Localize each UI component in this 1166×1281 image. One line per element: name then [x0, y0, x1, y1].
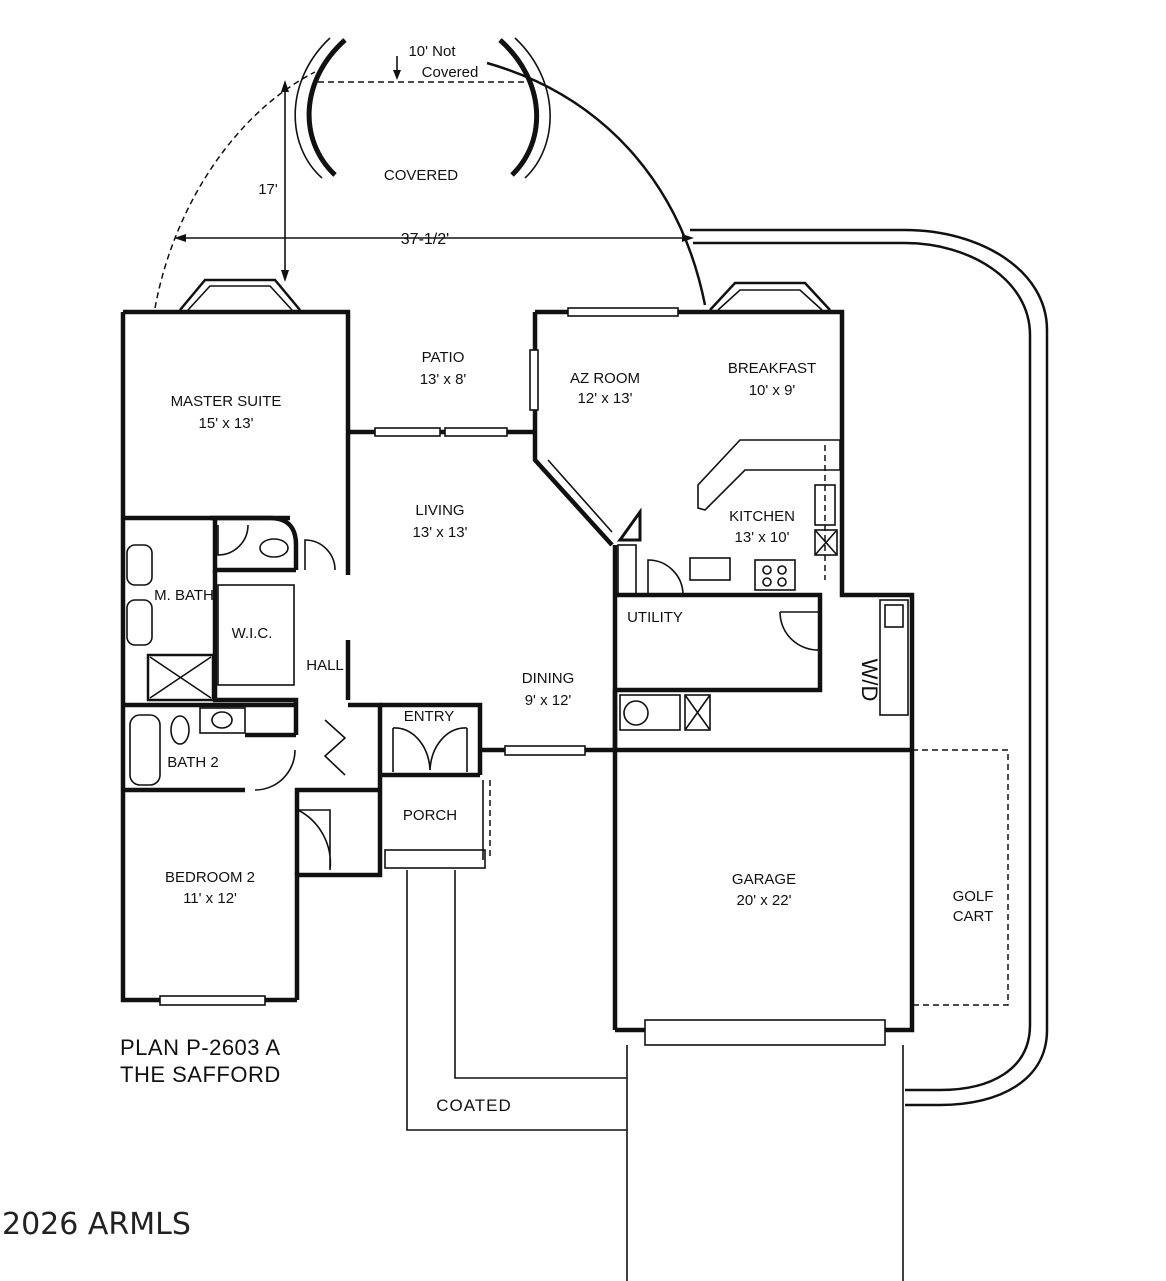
- wic-name: W.I.C.: [232, 625, 273, 642]
- kitchen-name: KITCHEN: [729, 508, 795, 525]
- bay-windows: [179, 278, 831, 311]
- plan-name: THE SAFFORD: [120, 1062, 281, 1087]
- dining-size: 9' x 12': [525, 692, 572, 709]
- patio-outline: [154, 37, 707, 309]
- entry-name: ENTRY: [404, 708, 455, 725]
- master-suite-name: MASTER SUITE: [171, 393, 282, 410]
- golf-cart-label-2: CART: [953, 908, 994, 925]
- living-name: LIVING: [415, 502, 464, 519]
- patio-name: PATIO: [422, 349, 465, 366]
- bath2-name: BATH 2: [167, 754, 218, 771]
- master-suite-size: 15' x 13': [199, 415, 254, 432]
- master-bath-name: M. BATH: [154, 587, 214, 604]
- door-swings: [217, 524, 821, 871]
- plan-number: PLAN P-2603 A: [120, 1035, 281, 1060]
- walkway-label: COATED: [436, 1096, 512, 1115]
- watermark: 2026 ARMLS: [2, 1207, 191, 1242]
- bedroom2-name: BEDROOM 2: [165, 869, 255, 886]
- hall-name: HALL: [306, 657, 344, 674]
- garage-size: 20' x 22': [737, 892, 792, 909]
- patio-not-covered-label: 10' Not: [408, 43, 456, 60]
- walkway-outline: [406, 870, 904, 1281]
- dining-name: DINING: [522, 670, 575, 687]
- patio-not-covered-label-2: Covered: [422, 64, 479, 81]
- bedroom2-size: 11' x 12': [183, 890, 237, 907]
- patio-width-dimension: 37-1/2': [401, 231, 449, 248]
- washer-dryer-label: W/D: [857, 659, 882, 702]
- az-room-name: AZ ROOM: [570, 370, 640, 387]
- patio-sliders: [159, 307, 886, 1046]
- garage-name: GARAGE: [732, 871, 796, 888]
- az-room-size: 12' x 13': [578, 390, 633, 407]
- patio-depth-dimension: 17': [258, 181, 278, 198]
- utility-name: UTILITY: [627, 609, 683, 626]
- breakfast-size: 10' x 9': [749, 382, 796, 399]
- side-drive-outline: [690, 228, 1049, 1107]
- porch-name: PORCH: [403, 807, 457, 824]
- living-size: 13' x 13': [413, 524, 468, 541]
- breakfast-name: BREAKFAST: [728, 360, 816, 377]
- golf-cart-label: GOLF: [953, 888, 994, 905]
- patio-covered-label: COVERED: [384, 167, 458, 184]
- kitchen-size: 13' x 10': [735, 529, 790, 546]
- patio-size: 13' x 8': [420, 371, 467, 388]
- fixtures: [126, 439, 1009, 1006]
